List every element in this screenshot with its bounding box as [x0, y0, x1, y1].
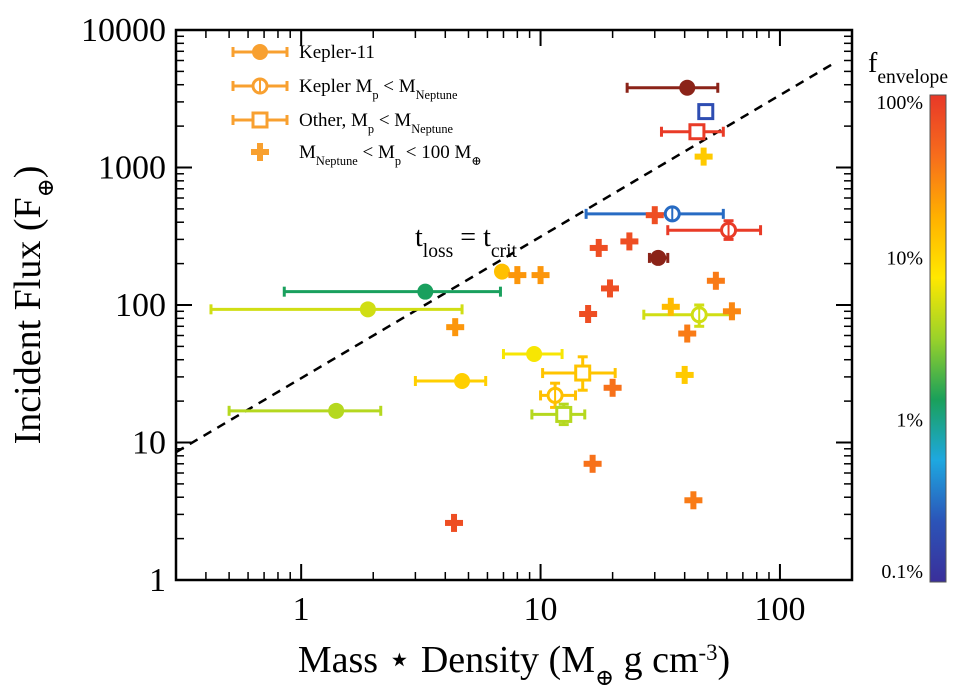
x-axis-title: Mass ⋆ Density (M⊕ g cm-3) [298, 639, 730, 690]
data-point [728, 302, 735, 321]
data-point [595, 238, 602, 257]
legend-item: Kepler-11 [231, 42, 375, 63]
x-tick-label: 1 [293, 591, 310, 628]
legend-label: Kepler-11 [299, 42, 375, 63]
data-point [684, 324, 691, 343]
legend-item: Other, Mp < MNeptune [231, 110, 454, 136]
data-point [650, 249, 667, 266]
y-tick-label: 100 [115, 287, 166, 324]
legend-marker [251, 111, 269, 129]
data-point [537, 266, 544, 285]
data-point [417, 283, 434, 300]
data-point [359, 301, 376, 318]
data-point [626, 232, 633, 251]
data-point [697, 103, 715, 121]
legend-label: Other, Mp < MNeptune [299, 110, 454, 136]
data-point [651, 206, 658, 225]
data-point [606, 279, 613, 298]
critical-time-annotation: tloss = tcrit [415, 222, 518, 262]
data-point [451, 513, 458, 532]
colorbar-gradient [929, 94, 947, 583]
legend-label: MNeptune < Mp < 100 M⊕ [299, 142, 482, 168]
series-kepler11 [209, 263, 564, 419]
y-tick-label: 10 [132, 425, 166, 462]
y-axis-title: Incident Flux (F⊕) [7, 166, 58, 445]
data-points-layer [209, 79, 763, 532]
series-neptune-to-saturn [445, 147, 741, 532]
data-point [328, 402, 345, 419]
series-dark-points [625, 79, 720, 266]
x-tick-label: 100 [754, 591, 805, 628]
data-point [681, 365, 688, 384]
data-point [679, 79, 696, 96]
colorbar-tick-label: 1% [896, 410, 923, 432]
legend-marker [252, 44, 268, 60]
colorbar-title: fenvelope [868, 48, 948, 88]
y-tick-label: 10000 [81, 12, 166, 49]
data-point [454, 373, 471, 390]
data-point [712, 271, 719, 290]
colorbar: fenvelope 100% 10% 1% 0.1% [868, 48, 948, 583]
series-other-sub-neptune [530, 103, 725, 427]
data-point [585, 305, 592, 324]
colorbar-tick-label: 0.1% [881, 561, 923, 583]
x-tick-label: 10 [524, 591, 558, 628]
colorbar-tick-label: 100% [876, 92, 923, 114]
axis-ticks-layer: 1 10 100 1 10 100 1000 10000 [81, 12, 852, 628]
data-point [526, 346, 543, 363]
data-point [589, 454, 596, 473]
data-point [452, 318, 459, 337]
colorbar-tick-label: 10% [886, 247, 923, 269]
y-tick-label: 1000 [98, 150, 166, 187]
legend-label: Kepler Mp < MNeptune [299, 76, 458, 102]
series-kepler-sub-neptune [539, 205, 763, 409]
data-point [667, 297, 674, 316]
plot-frame [174, 28, 854, 582]
data-point [690, 491, 697, 510]
data-point [688, 123, 706, 141]
y-tick-label: 1 [149, 562, 166, 599]
data-point [574, 364, 592, 382]
data-point [514, 266, 521, 285]
data-point [700, 147, 707, 166]
data-point [493, 263, 510, 280]
legend-item: Kepler Mp < MNeptune [231, 76, 458, 102]
data-point [609, 378, 616, 397]
data-point [555, 405, 573, 423]
legend-marker [257, 143, 263, 161]
legend-item: MNeptune < Mp < 100 M⊕ [251, 142, 482, 168]
